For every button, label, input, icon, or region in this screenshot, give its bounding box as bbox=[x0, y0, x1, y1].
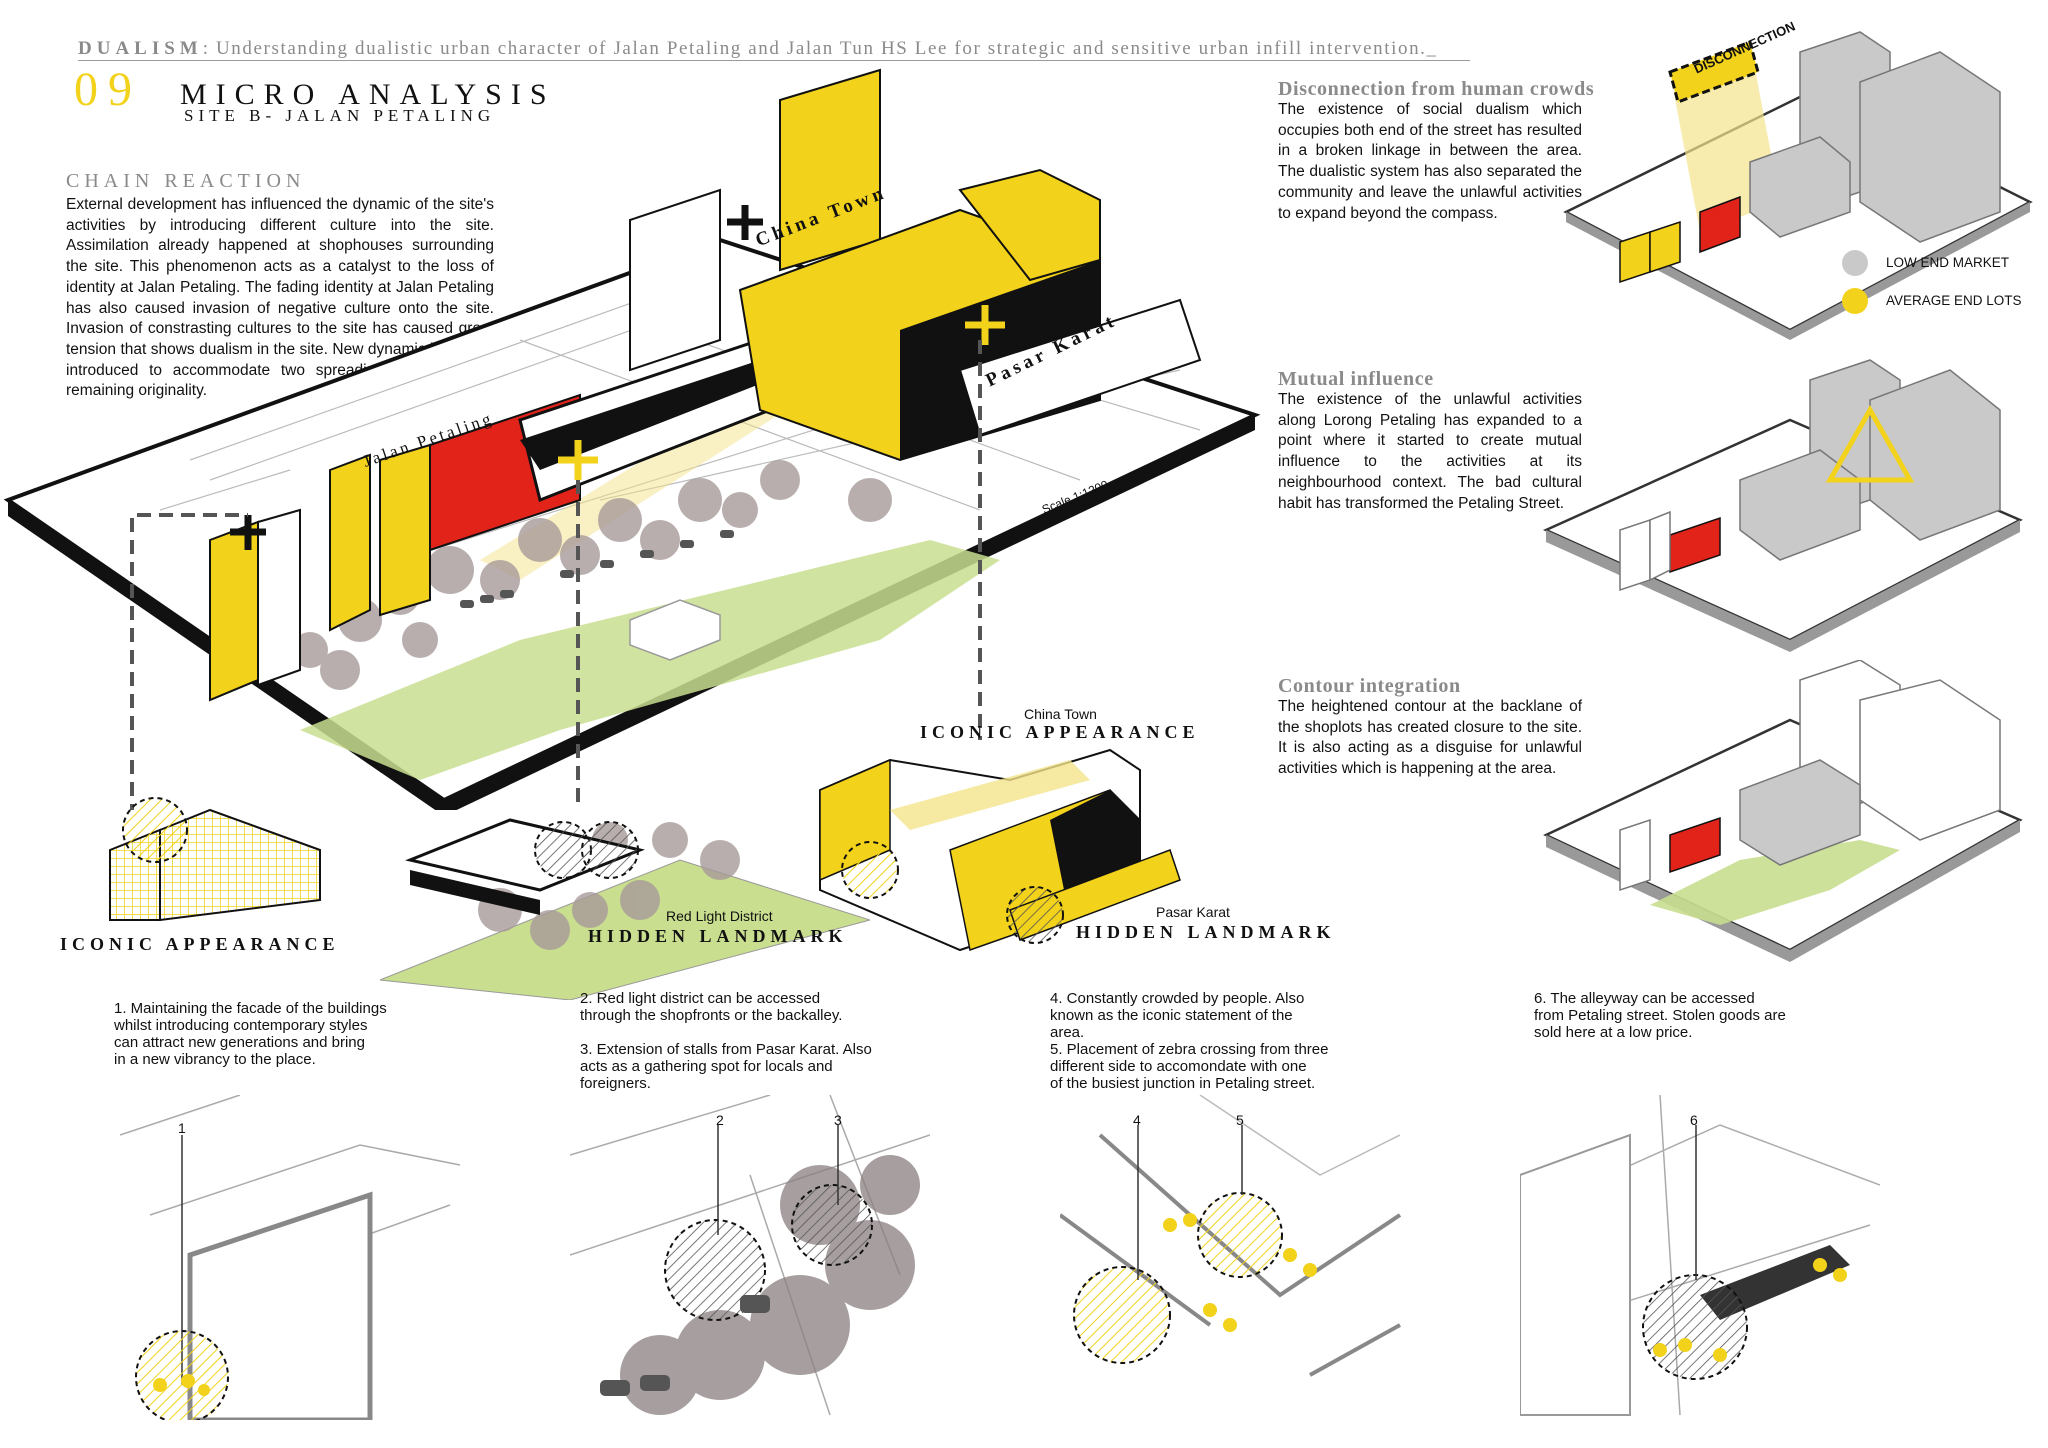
legend-swatch-grey bbox=[1842, 250, 1868, 276]
detail-marker-1: 1 bbox=[178, 1120, 186, 1136]
page-title: MICRO ANALYSIS bbox=[180, 78, 556, 111]
page-subtitle: SITE B- JALAN PETALING bbox=[184, 106, 496, 125]
panel-2-heading: Mutual influence bbox=[1278, 368, 1434, 390]
china-town-blocks bbox=[629, 68, 1202, 462]
panel-3-text: The heightened contour at the backlane o… bbox=[1278, 698, 1582, 778]
main-axonometric bbox=[3, 68, 1260, 810]
chain-text: External development has influenced the … bbox=[66, 196, 494, 400]
cross-markers bbox=[230, 205, 763, 550]
detail-sketch-2-3 bbox=[570, 1095, 930, 1416]
hidden-landmark-right-label: HIDDEN LANDMARK bbox=[1076, 922, 1336, 942]
white-block bbox=[629, 599, 721, 661]
note-2-3: 2. Red light district can be accessed th… bbox=[580, 990, 872, 1092]
iconic-left-sketch bbox=[109, 797, 321, 922]
red-light-label: Red Light District bbox=[666, 908, 773, 924]
detail-marker-2: 2 bbox=[716, 1112, 724, 1128]
note-1: 1. Maintaining the facade of the buildin… bbox=[114, 1000, 387, 1068]
header-statement-text: : Understanding dualistic urban characte… bbox=[202, 38, 1438, 59]
hidden-left-sketch bbox=[380, 818, 870, 1000]
detail-sketch-6 bbox=[1520, 1095, 1880, 1416]
header-tag: DUALISM bbox=[78, 38, 203, 59]
chain-heading: CHAIN REACTION bbox=[66, 170, 306, 192]
legend-label-average: AVERAGE END LOTS bbox=[1886, 293, 2022, 308]
header-underline bbox=[78, 60, 1470, 61]
panel-3-heading: Contour integration bbox=[1278, 675, 1461, 697]
iconic-right-sketch bbox=[819, 748, 1181, 952]
detail-sketch-1 bbox=[120, 1095, 461, 1420]
iconic-appearance-left-label: ICONIC APPEARANCE bbox=[60, 934, 340, 954]
green-contour bbox=[300, 540, 1000, 780]
pasar-karat-small-label: Pasar Karat bbox=[1156, 904, 1230, 920]
iconic-appearance-right-label: ICONIC APPEARANCE bbox=[920, 722, 1200, 742]
header-statement: DUALISM: Understanding dualistic urban c… bbox=[78, 38, 1438, 60]
hidden-landmark-left-label: HIDDEN LANDMARK bbox=[588, 926, 848, 946]
detail-marker-5: 5 bbox=[1236, 1112, 1244, 1128]
yellow-plus-markers bbox=[558, 305, 1005, 480]
panel-2-diagram bbox=[1542, 359, 2023, 652]
panel-1-text: The existence of social dualism which oc… bbox=[1278, 101, 1582, 222]
panel-1-diagram bbox=[1563, 31, 2033, 340]
panel-3-diagram bbox=[1543, 660, 2023, 962]
note-4-5: 4. Constantly crowded by people. Also kn… bbox=[1050, 990, 1329, 1092]
detail-sketch-4-5 bbox=[1060, 1095, 1402, 1377]
note-6: 6. The alleyway can be accessed from Pet… bbox=[1534, 990, 1786, 1041]
legend-label-low: LOW END MARKET bbox=[1886, 255, 2010, 270]
detail-marker-3: 3 bbox=[834, 1112, 842, 1128]
sheet-number: 09 bbox=[74, 63, 142, 116]
panel-1-heading: Disconnection from human crowds bbox=[1278, 78, 1595, 100]
callout-dashes bbox=[130, 340, 982, 810]
china-town-small-label: China Town bbox=[1024, 706, 1097, 722]
cars-row bbox=[460, 530, 734, 608]
detail-marker-6: 6 bbox=[1690, 1112, 1698, 1128]
panel-2-text: The existence of the unlawful activities… bbox=[1278, 391, 1582, 512]
detail-marker-4: 4 bbox=[1133, 1112, 1141, 1128]
legend-swatch-yellow bbox=[1842, 288, 1868, 314]
